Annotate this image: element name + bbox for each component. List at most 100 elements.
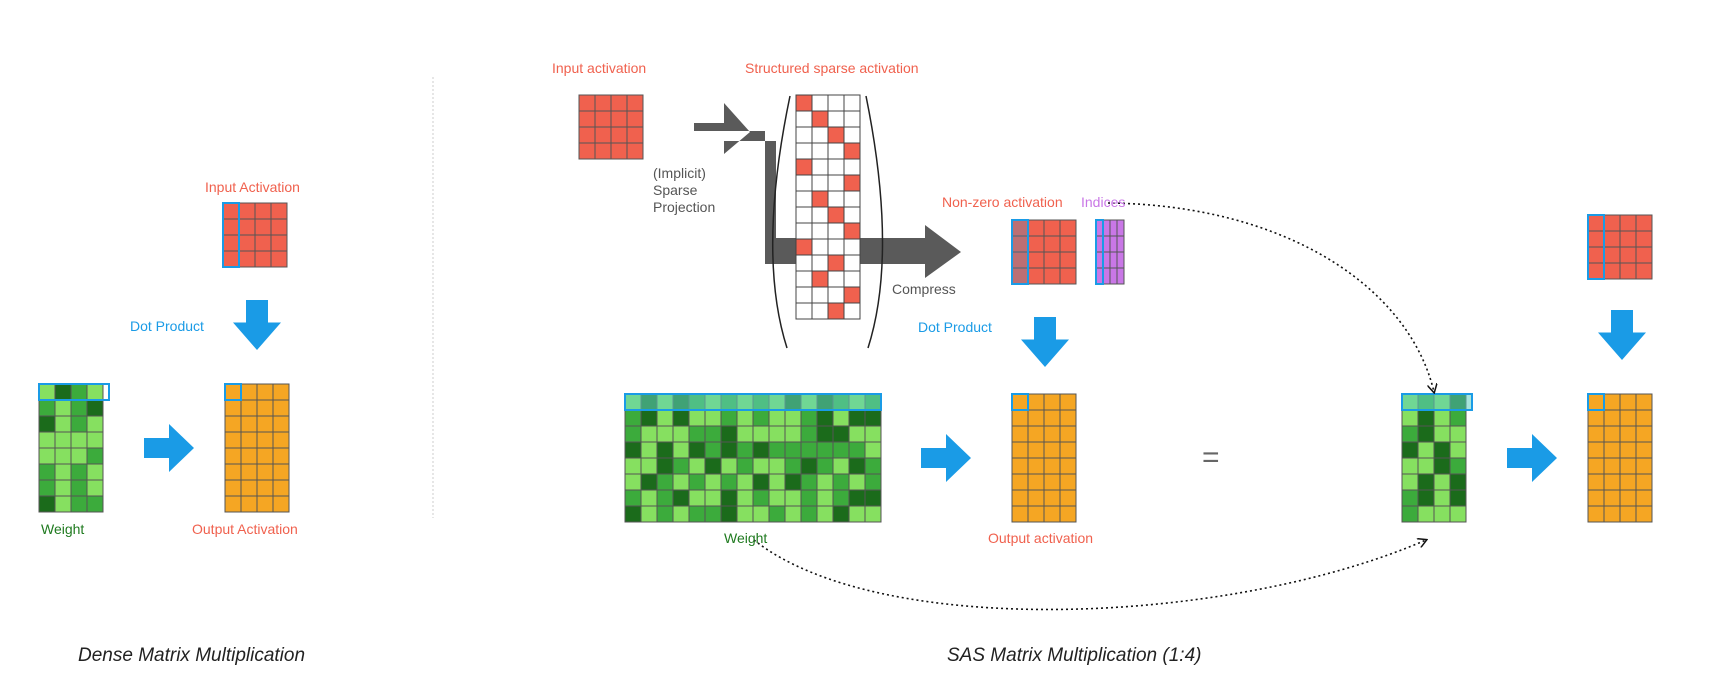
non-zero-column-highlight xyxy=(1011,219,1029,285)
sas-weight-matrix-cell xyxy=(784,473,802,491)
dense-weight-matrix-cell xyxy=(54,495,72,513)
sas-dot-product-label: Dot Product xyxy=(918,319,992,335)
sas-weight-matrix-cell xyxy=(736,473,754,491)
equiv-input-activation-matrix-cell xyxy=(1635,214,1653,232)
dense-weight-matrix-cell xyxy=(54,463,72,481)
equiv-output-activation-matrix-cell xyxy=(1587,441,1605,459)
sas-weight-matrix-cell xyxy=(864,505,882,523)
equiv-weight-matrix-cell xyxy=(1417,457,1435,475)
sas-output-cell-highlight xyxy=(1011,393,1029,411)
sas-input-activation-matrix-cell xyxy=(594,94,612,112)
dense-input-activation-matrix-cell xyxy=(254,202,272,220)
left-bracket xyxy=(771,95,791,349)
dense-weight-matrix xyxy=(38,383,104,513)
sas-weight-matrix-cell xyxy=(800,505,818,523)
dense-output-activation-matrix-cell xyxy=(240,447,258,465)
equiv-weight-matrix-cell xyxy=(1433,441,1451,459)
dense-weight-matrix-cell xyxy=(86,431,104,449)
sas-weight-matrix-cell xyxy=(800,489,818,507)
equiv-input-activation-matrix-cell xyxy=(1619,262,1637,280)
structured-sparse-activation-matrix-cell xyxy=(795,286,813,304)
sas-weight-matrix-cell xyxy=(640,409,658,427)
structured-sparse-activation-matrix-cell xyxy=(811,206,829,224)
indices-matrix-cell xyxy=(1116,267,1125,285)
sas-output-activation-matrix-cell xyxy=(1011,425,1029,443)
sas-weight-matrix-cell xyxy=(768,473,786,491)
structured-sparse-activation-matrix-cell xyxy=(843,110,861,128)
sas-weight-matrix-cell xyxy=(816,489,834,507)
sas-weight-matrix-cell xyxy=(656,489,674,507)
sas-weight-matrix-cell xyxy=(800,425,818,443)
indices-matrix-cell xyxy=(1109,219,1118,237)
weight-to-weight-connector xyxy=(753,540,1426,611)
sas-output-activation-matrix-cell xyxy=(1043,505,1061,523)
structured-sparse-activation-matrix-cell xyxy=(827,254,845,272)
equiv-input-activation-matrix-cell xyxy=(1619,246,1637,264)
sas-weight-matrix-cell xyxy=(720,505,738,523)
structured-sparse-activation-matrix-cell xyxy=(827,158,845,176)
sas-weight-matrix xyxy=(624,393,882,523)
sas-weight-matrix-cell xyxy=(704,409,722,427)
equiv-weight-matrix-cell xyxy=(1417,425,1435,443)
dense-output-activation-matrix-cell xyxy=(256,399,274,417)
sas-output-activation-matrix-cell xyxy=(1027,457,1045,475)
sas-right-arrow-2 xyxy=(1507,434,1557,482)
sas-weight-matrix-cell xyxy=(800,457,818,475)
sas-weight-matrix-cell xyxy=(848,489,866,507)
equiv-output-activation-matrix xyxy=(1587,393,1653,523)
sas-input-activation-matrix-cell xyxy=(610,142,628,160)
dense-weight-matrix-cell xyxy=(54,383,72,401)
structured-sparse-activation-matrix-cell xyxy=(795,238,813,256)
projection-line-3: Projection xyxy=(653,199,716,215)
equiv-output-activation-matrix-cell xyxy=(1619,457,1637,475)
projection-line-2: Sparse xyxy=(653,182,698,198)
structured-sparse-activation-matrix-cell xyxy=(795,254,813,272)
sas-weight-matrix-cell xyxy=(752,473,770,491)
sas-weight-matrix-cell xyxy=(656,505,674,523)
sas-weight-matrix-cell xyxy=(640,505,658,523)
equiv-input-activation-matrix-cell xyxy=(1635,246,1653,264)
sas-weight-matrix-cell xyxy=(752,425,770,443)
indices-column-highlight xyxy=(1095,219,1104,285)
structured-sparse-activation-matrix-cell xyxy=(795,142,813,160)
sas-weight-matrix-cell xyxy=(816,409,834,427)
sas-weight-matrix-cell xyxy=(688,441,706,459)
sas-weight-matrix-cell xyxy=(736,505,754,523)
equiv-weight-matrix-cell xyxy=(1433,409,1451,427)
equiv-output-activation-matrix-cell xyxy=(1619,473,1637,491)
equiv-weight-matrix-cell xyxy=(1433,473,1451,491)
dense-output-activation-matrix-cell xyxy=(240,495,258,513)
sas-input-activation-matrix-cell xyxy=(578,142,596,160)
equiv-input-activation-matrix-cell xyxy=(1587,214,1605,232)
indices-matrix-cell xyxy=(1095,219,1104,237)
equiv-output-activation-matrix-cell xyxy=(1587,425,1605,443)
equiv-weight-matrix-cell xyxy=(1449,409,1467,427)
sas-output-activation-matrix-cell xyxy=(1043,425,1061,443)
non-zero-activation-matrix-cell xyxy=(1043,219,1061,237)
indices-matrix-cell xyxy=(1095,235,1104,253)
dense-input-column-highlight xyxy=(222,202,240,268)
equiv-weight-matrix-cell xyxy=(1401,505,1419,523)
structured-sparse-activation-matrix-cell xyxy=(827,206,845,224)
sas-weight-matrix-cell xyxy=(816,473,834,491)
structured-sparse-activation-matrix-cell xyxy=(843,158,861,176)
sas-weight-matrix-cell xyxy=(864,489,882,507)
sas-weight-matrix-cell xyxy=(624,473,642,491)
structured-sparse-activation-label: Structured sparse activation xyxy=(745,60,919,76)
structured-sparse-activation-matrix-cell xyxy=(827,270,845,288)
dense-output-activation-matrix-cell xyxy=(240,399,258,417)
sas-input-activation-matrix-cell xyxy=(578,126,596,144)
sas-weight-matrix-cell xyxy=(704,489,722,507)
sas-weight-matrix-cell xyxy=(704,505,722,523)
structured-sparse-activation-matrix-cell xyxy=(843,206,861,224)
sas-weight-matrix-cell xyxy=(688,457,706,475)
sas-weight-matrix-cell xyxy=(800,473,818,491)
indices-matrix-cell xyxy=(1109,235,1118,253)
equals-sign: = xyxy=(1202,441,1220,474)
sas-weight-matrix-cell xyxy=(768,425,786,443)
dense-output-activation-matrix-cell xyxy=(272,415,290,433)
indices-matrix xyxy=(1095,219,1125,285)
structured-sparse-activation-matrix-cell xyxy=(795,270,813,288)
sas-weight-matrix-cell xyxy=(816,457,834,475)
sas-output-activation-matrix-cell xyxy=(1059,505,1077,523)
